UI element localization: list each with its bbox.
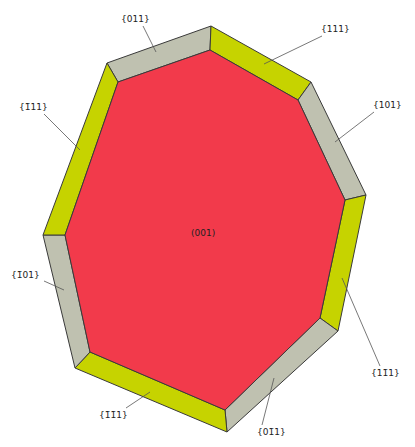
face-label: {1̄1̄1} [98,410,129,421]
face-label: {101} [372,100,403,111]
face-label: {111} [320,24,351,35]
leader-line [342,278,380,366]
leader-line [262,378,274,425]
leader-line [126,392,150,408]
face-label: {1̄01} [10,270,41,281]
face-label: {11̄1} [370,368,401,379]
leader-line [44,114,80,150]
leader-line [143,26,156,52]
face-label: {011} [120,14,151,25]
leader-line [264,36,322,64]
leader-line [44,281,64,290]
face-001 [65,50,345,410]
face-label: {1̄11} [18,102,49,113]
face-label-main: (001) [190,228,216,239]
face-label: {01̄1} [256,427,287,438]
leader-line [335,112,374,142]
